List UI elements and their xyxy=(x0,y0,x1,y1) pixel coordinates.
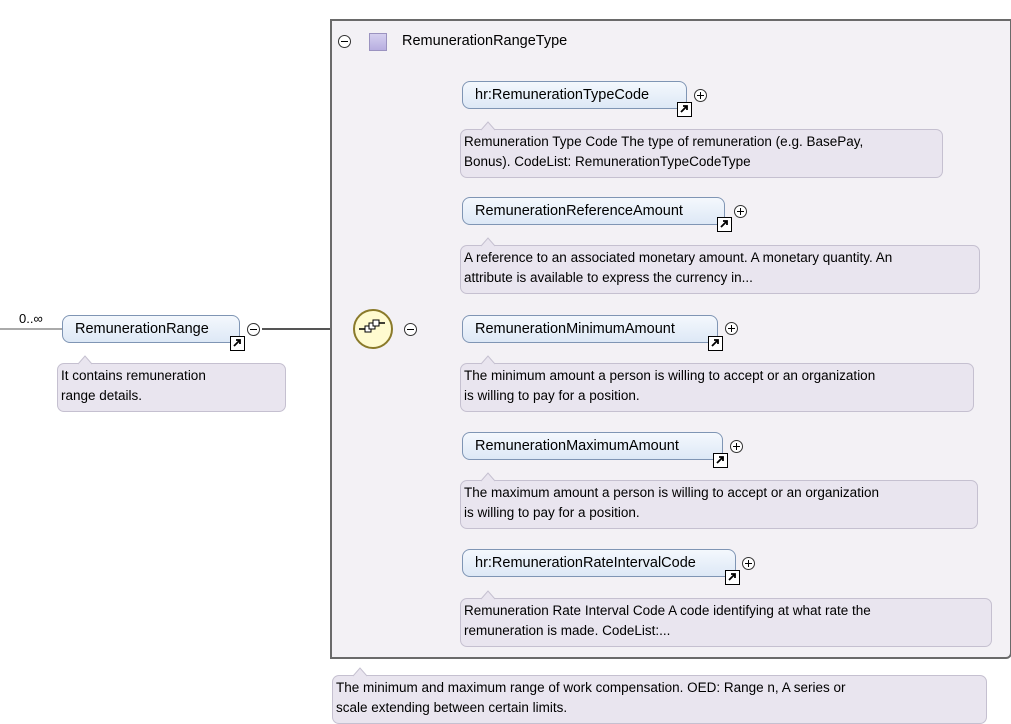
element-name: RemunerationRange xyxy=(75,321,209,337)
link-arrow-icon[interactable] xyxy=(230,336,245,351)
link-arrow-icon[interactable] xyxy=(717,217,732,232)
expand-icon[interactable] xyxy=(725,322,738,335)
element-name: RemunerationMinimumAmount xyxy=(475,321,675,337)
element-documentation: The maximum amount a person is willing t… xyxy=(460,472,978,529)
element-name: RemunerationMaximumAmount xyxy=(475,438,679,454)
complex-type-documentation: The minimum and maximum range of work co… xyxy=(332,667,987,724)
element-node-remuneration-type-code[interactable]: hr:RemunerationTypeCode xyxy=(462,81,687,109)
expand-icon[interactable] xyxy=(694,89,707,102)
link-arrow-icon[interactable] xyxy=(677,102,692,117)
complex-type-icon xyxy=(369,33,387,51)
link-arrow-icon[interactable] xyxy=(713,453,728,468)
root-documentation: It contains remuneration range details. xyxy=(57,355,286,412)
element-documentation: Remuneration Rate Interval Code A code i… xyxy=(460,590,992,647)
element-documentation: The minimum amount a person is willing t… xyxy=(460,355,974,412)
collapse-icon[interactable] xyxy=(247,323,260,336)
element-node-remuneration-rate-interval-code[interactable]: hr:RemunerationRateIntervalCode xyxy=(462,549,736,577)
element-documentation: A reference to an associated monetary am… xyxy=(460,237,980,294)
expand-icon[interactable] xyxy=(742,557,755,570)
element-name: RemunerationReferenceAmount xyxy=(475,203,683,219)
element-node-remuneration-minimum-amount[interactable]: RemunerationMinimumAmount xyxy=(462,315,718,343)
element-name: hr:RemunerationRateIntervalCode xyxy=(475,555,696,571)
expand-icon[interactable] xyxy=(730,440,743,453)
element-node-remuneration-maximum-amount[interactable]: RemunerationMaximumAmount xyxy=(462,432,723,460)
complex-type-name: RemunerationRangeType xyxy=(402,33,568,49)
element-documentation: Remuneration Type Code The type of remun… xyxy=(460,121,943,178)
element-node-remuneration-reference-amount[interactable]: RemunerationReferenceAmount xyxy=(462,197,725,225)
collapse-icon[interactable] xyxy=(338,35,351,48)
root-cardinality: 0..∞ xyxy=(19,311,43,326)
link-arrow-icon[interactable] xyxy=(708,336,723,351)
link-arrow-icon[interactable] xyxy=(725,570,740,585)
element-node-remuneration-range[interactable]: RemunerationRange xyxy=(62,315,240,343)
element-name: hr:RemunerationTypeCode xyxy=(475,87,650,103)
sequence-compositor-icon[interactable] xyxy=(353,309,393,349)
expand-icon[interactable] xyxy=(734,205,747,218)
collapse-icon[interactable] xyxy=(404,323,417,336)
